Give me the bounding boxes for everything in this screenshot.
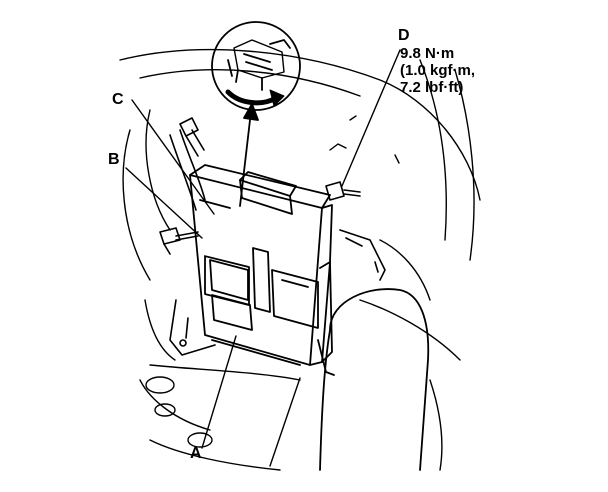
label-c: C xyxy=(112,91,124,108)
connector-inset xyxy=(211,21,301,111)
label-d: D xyxy=(398,27,410,44)
bolt-d xyxy=(325,181,361,201)
intake-duct xyxy=(317,288,430,471)
leader-lines xyxy=(125,49,401,467)
engine-bay-background xyxy=(119,48,481,471)
bolt-c xyxy=(179,117,205,157)
torque-line-3: 7.2 lbf·ft) xyxy=(400,79,463,96)
torque-line-2: (1.0 kgf·m, xyxy=(400,62,475,79)
bolt-b xyxy=(159,227,199,255)
label-b: B xyxy=(108,151,120,168)
label-a: A xyxy=(190,445,202,462)
ecm-unit xyxy=(189,164,333,366)
connector-arrow xyxy=(239,103,259,207)
right-bracket xyxy=(339,229,386,281)
mounting-bracket xyxy=(169,129,216,356)
torque-line-1: 9.8 N·m xyxy=(400,45,454,62)
rotate-arrow-icon xyxy=(225,89,285,107)
